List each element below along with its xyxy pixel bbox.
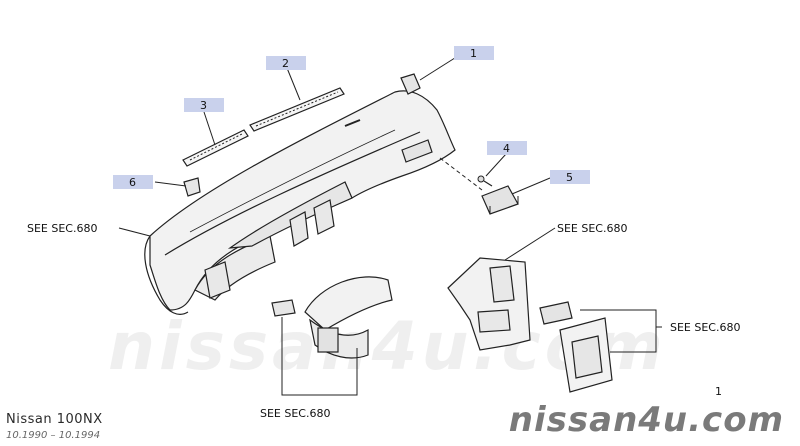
leader-1 xyxy=(419,55,459,81)
leader-sec-bottom xyxy=(281,317,358,396)
leader-4 xyxy=(485,153,507,177)
part-2-defroster-grille xyxy=(249,87,345,132)
part-number-5: 5 xyxy=(566,171,573,184)
see-sec-left: SEE SEC.680 xyxy=(27,222,98,235)
center-console xyxy=(447,257,531,351)
badge-4 xyxy=(487,141,527,155)
leader-2 xyxy=(286,67,301,101)
glovebox-dashed-line xyxy=(439,157,483,191)
console-finisher xyxy=(559,317,613,393)
left-side-end xyxy=(144,235,189,315)
small-switch xyxy=(271,299,296,317)
part-6-clip xyxy=(183,177,201,197)
model-name: Nissan 100NX xyxy=(6,412,103,427)
leader-sec-top-right xyxy=(504,227,556,261)
part-4-screw xyxy=(477,175,493,187)
part-number-4: 4 xyxy=(503,142,510,155)
part-1-clip xyxy=(400,73,421,95)
badge-6 xyxy=(113,175,153,189)
knee-bolster xyxy=(204,261,231,299)
badge-5 xyxy=(550,170,590,184)
leader-5 xyxy=(511,177,551,195)
meter-hood-opening xyxy=(227,181,353,249)
part-5-pocket xyxy=(481,185,519,215)
callout-badges xyxy=(113,46,590,189)
production-dates: 10.1990 – 10.1994 xyxy=(6,430,101,441)
leader-6 xyxy=(154,181,187,187)
part-number-6: 6 xyxy=(129,176,136,189)
corner-mark: 1 xyxy=(715,385,722,398)
leader-3 xyxy=(203,111,216,146)
badge-3 xyxy=(184,98,224,112)
leader-lines xyxy=(118,55,662,396)
part-number-3: 3 xyxy=(200,99,207,112)
instrument-panel xyxy=(144,90,456,315)
part-3-side-grille xyxy=(182,129,249,167)
leader-sec-left xyxy=(118,227,151,237)
see-sec-right: SEE SEC.680 xyxy=(670,321,741,334)
part-number-2: 2 xyxy=(282,57,289,70)
see-sec-top-right: SEE SEC.680 xyxy=(557,222,628,235)
instrument-panel-fascia xyxy=(164,131,421,256)
defroster-slot xyxy=(344,119,361,127)
meter-cluster xyxy=(304,276,393,359)
switch-block xyxy=(539,301,573,325)
badge-2 xyxy=(266,56,306,70)
badge-1 xyxy=(454,46,494,60)
center-cluster xyxy=(289,199,335,247)
instrument-panel-body xyxy=(149,90,456,311)
brand-logo-text: nissan4u.com xyxy=(508,400,784,440)
glovebox-opening xyxy=(401,139,433,163)
leader-sec-right xyxy=(580,309,662,353)
see-sec-bottom: SEE SEC.680 xyxy=(260,407,331,420)
instrument-panel-ridge xyxy=(189,129,396,233)
part-number-1: 1 xyxy=(470,47,477,60)
